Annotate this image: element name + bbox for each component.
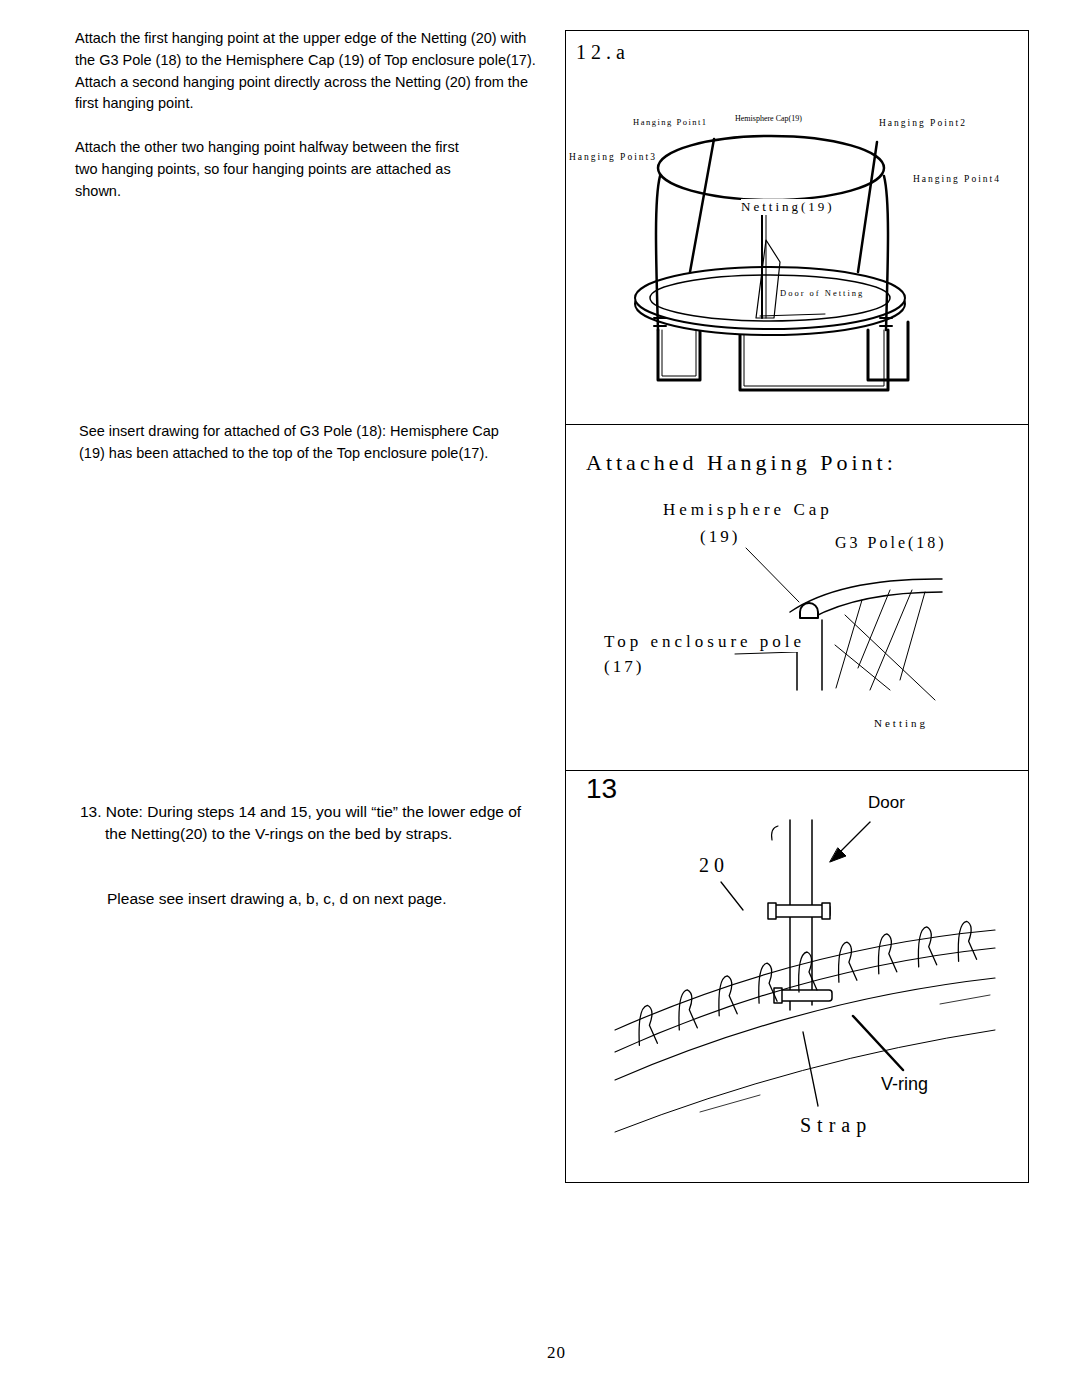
v-ring-symbol: [918, 927, 936, 967]
callout-number: (17): [604, 657, 644, 677]
part-label: Netting: [874, 717, 928, 730]
part-label: G3 Pole(18): [835, 533, 947, 552]
panel-title: Attached Hanging Point:: [586, 450, 897, 476]
part-label: Netting(19): [741, 199, 835, 215]
part-label: Door of Netting: [780, 288, 864, 298]
part-label: Hemisphere Cap: [663, 500, 833, 520]
callout-number: 20: [699, 853, 729, 877]
callout-number: (19): [700, 527, 740, 547]
part-label: Hanging Point2: [879, 118, 967, 129]
hanging-point-detail: [735, 548, 942, 700]
note-text: Please see insert drawing a, b, c, d on …: [107, 889, 547, 909]
strap-detail: [615, 820, 995, 1132]
panel-title: 12.a: [576, 41, 630, 64]
v-ring-symbol: [958, 921, 976, 961]
part-label: Hanging Point3: [569, 152, 657, 163]
figure-panel: 12.a: [565, 30, 1029, 425]
part-label: Strap: [800, 1113, 872, 1137]
v-ring-symbol: [639, 1005, 657, 1045]
v-ring-symbol: [878, 934, 896, 974]
part-label: Top enclosure pole: [604, 632, 805, 652]
instruction-text: Attach the other two hanging point halfw…: [75, 137, 480, 202]
part-label: V-ring: [881, 1074, 928, 1096]
instruction-text: See insert drawing for attached of G3 Po…: [79, 421, 504, 465]
v-ring-symbol: [679, 990, 697, 1030]
v-ring-symbol: [759, 963, 777, 1003]
part-label: Hanging Point1: [633, 117, 708, 127]
instruction-text: Attach the first hanging point at the up…: [75, 28, 550, 115]
part-label: Door: [868, 793, 905, 813]
v-ring-symbol: [719, 976, 737, 1016]
panel-title: 13: [586, 773, 617, 805]
page-number: 20: [547, 1343, 566, 1363]
part-label: Hemisphere Cap(19): [735, 114, 802, 124]
part-label: Hanging Point4: [913, 174, 1001, 185]
figure-panel: Attached Hanging Point:: [565, 424, 1029, 771]
v-ring-symbol: [839, 942, 857, 982]
note-text: 13. Note: During steps 14 and 15, you wi…: [80, 801, 545, 846]
trampoline-drawing: [635, 136, 908, 390]
figure-panel: 13: [565, 770, 1029, 1183]
v-ring-symbol: [799, 952, 817, 992]
